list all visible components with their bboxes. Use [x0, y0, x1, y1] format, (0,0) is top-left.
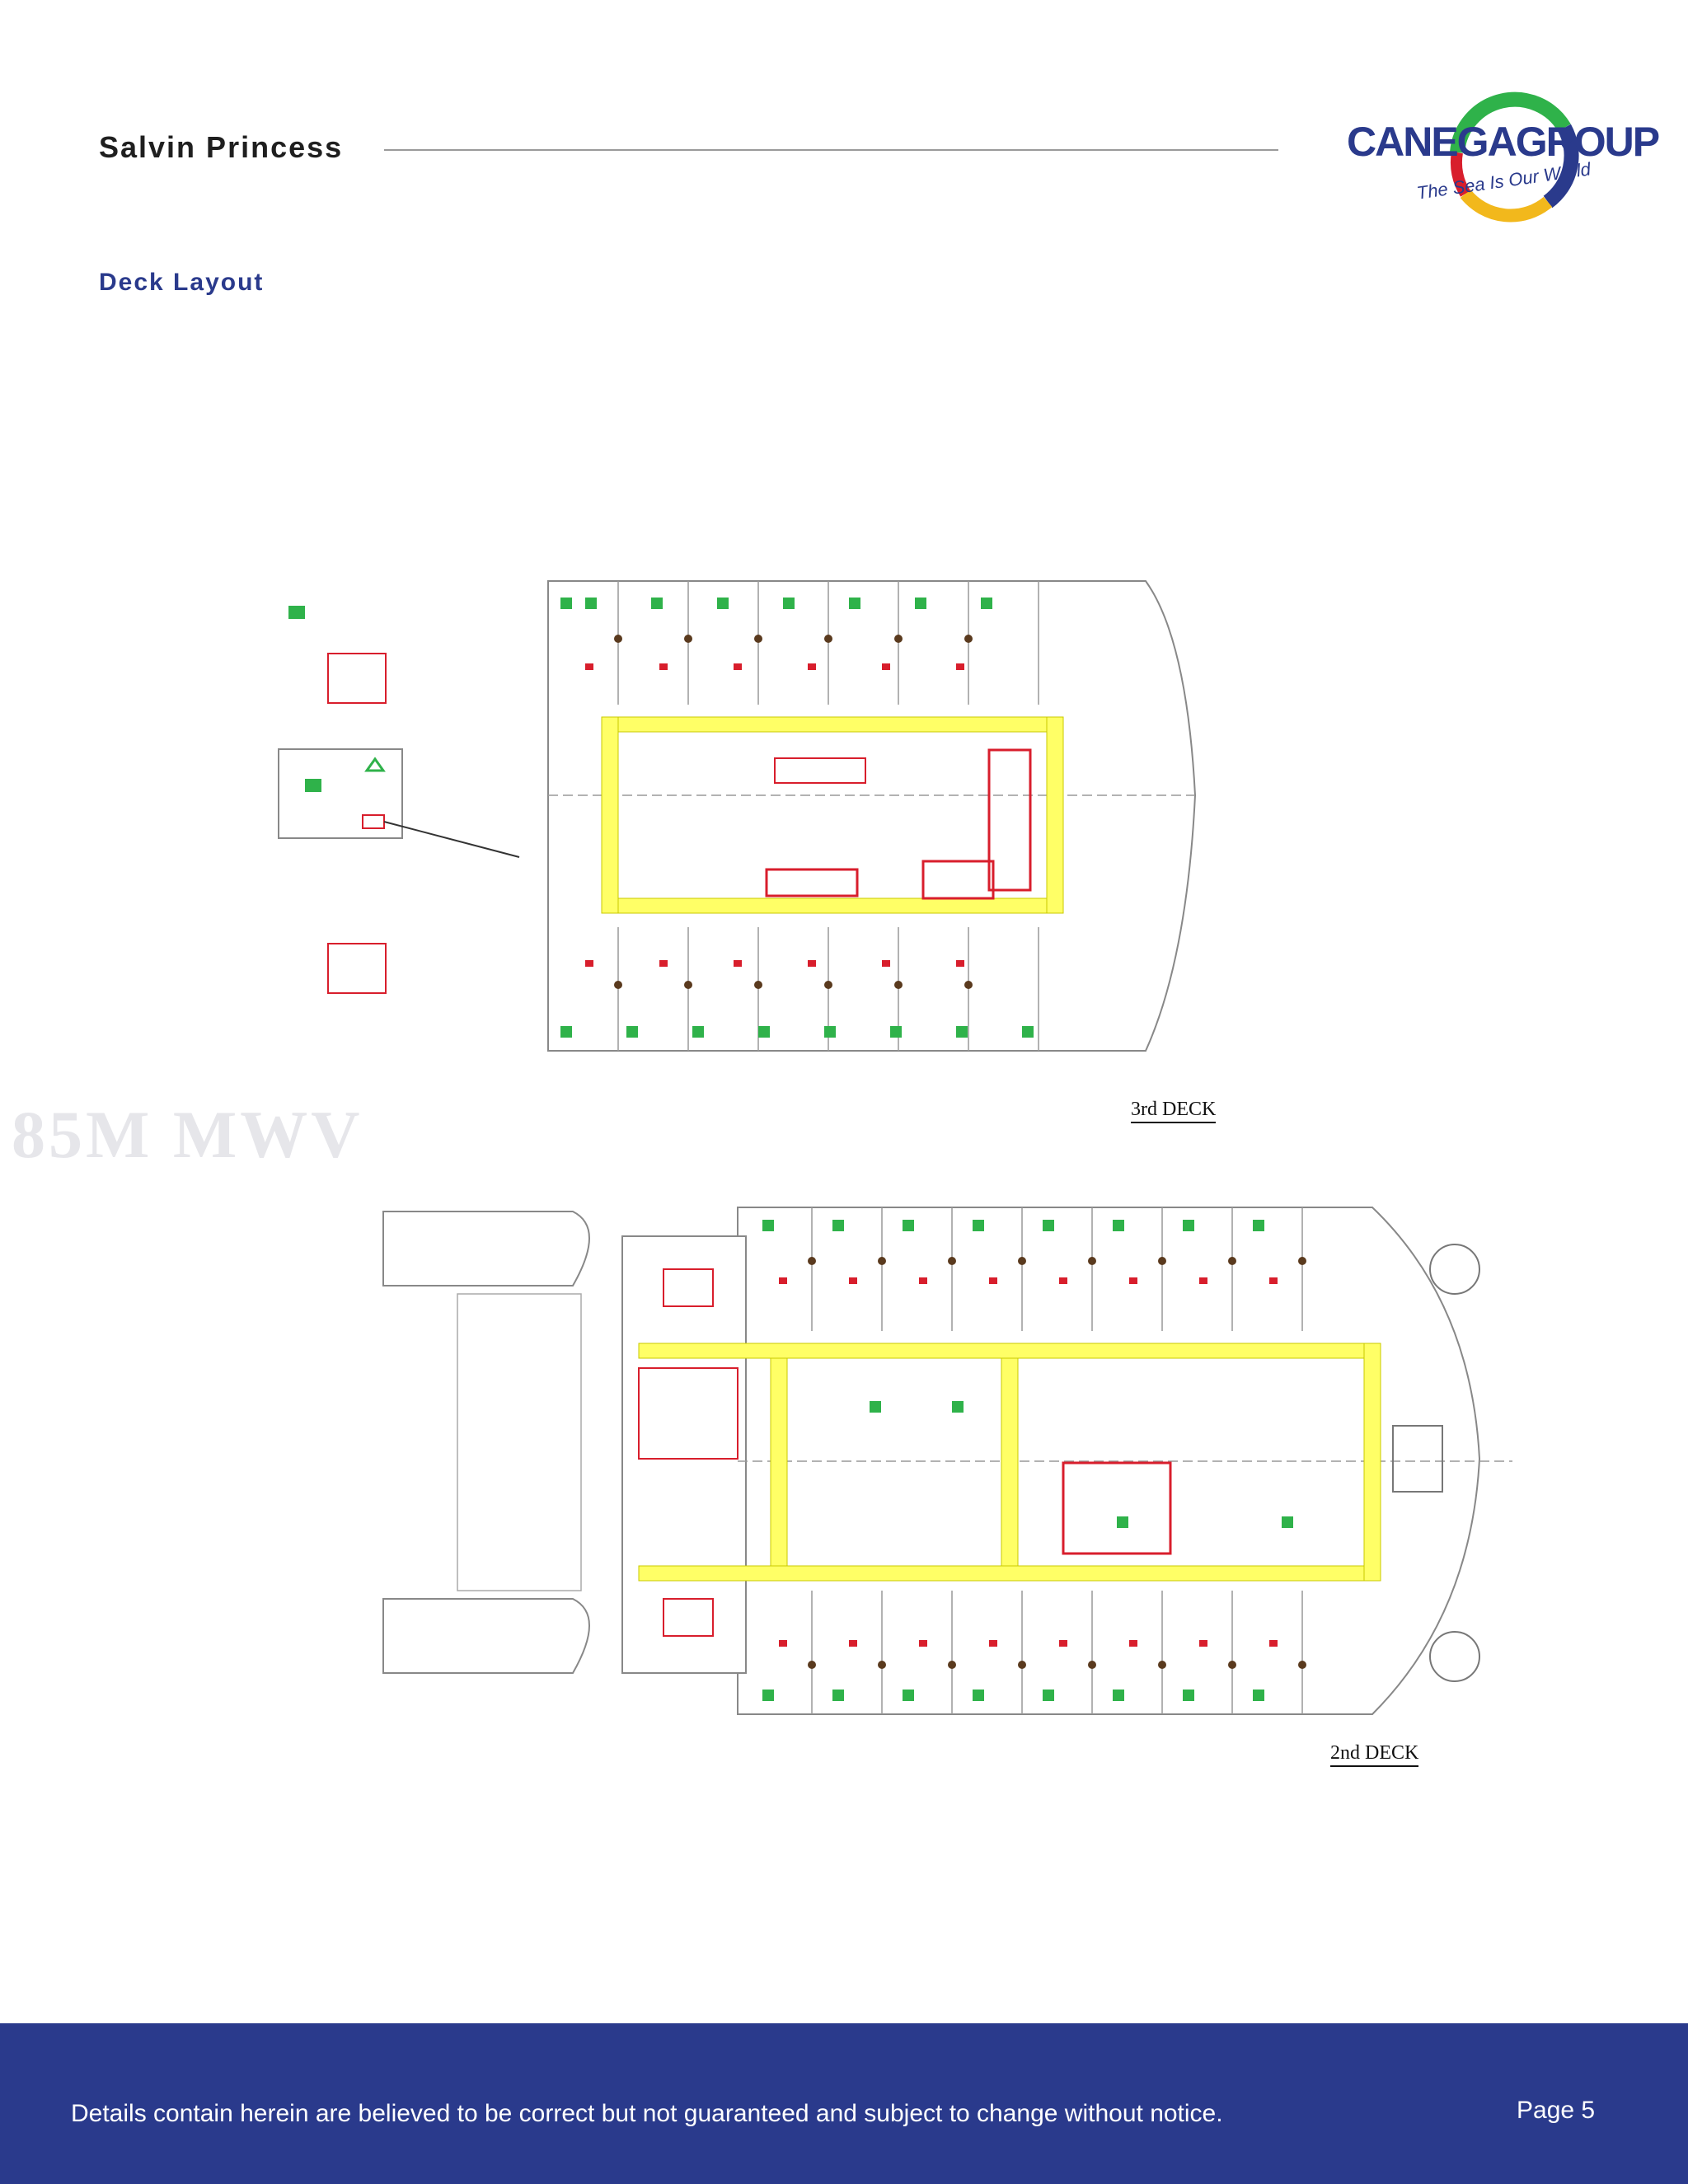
- second-deck-plan: [382, 1207, 1512, 1715]
- second-deck-label: 2nd DECK: [1330, 1742, 1419, 1767]
- logo-globe-icon: [1450, 91, 1579, 223]
- document-title: Salvin Princess: [99, 130, 344, 164]
- header-divider: [384, 149, 1278, 151]
- logo-wordmark: CANEGAGROUP: [1347, 118, 1660, 166]
- footer-disclaimer: Details contain herein are believed to b…: [71, 2100, 1223, 2127]
- section-title: Deck Layout: [99, 269, 265, 296]
- logo-word-group: GROUP: [1515, 119, 1660, 165]
- page-number: Page 5: [1517, 2097, 1596, 2124]
- logo-word-canega: CANEGA: [1347, 119, 1517, 165]
- background-watermark: 85M MWV: [12, 1097, 363, 1172]
- third-deck-label: 3rd DECK: [1131, 1099, 1217, 1123]
- page-footer: [0, 2023, 1688, 2184]
- third-deck-plan: [278, 580, 1197, 1052]
- company-logo: CANEGAGROUP The Sea Is Our World: [1342, 78, 1660, 235]
